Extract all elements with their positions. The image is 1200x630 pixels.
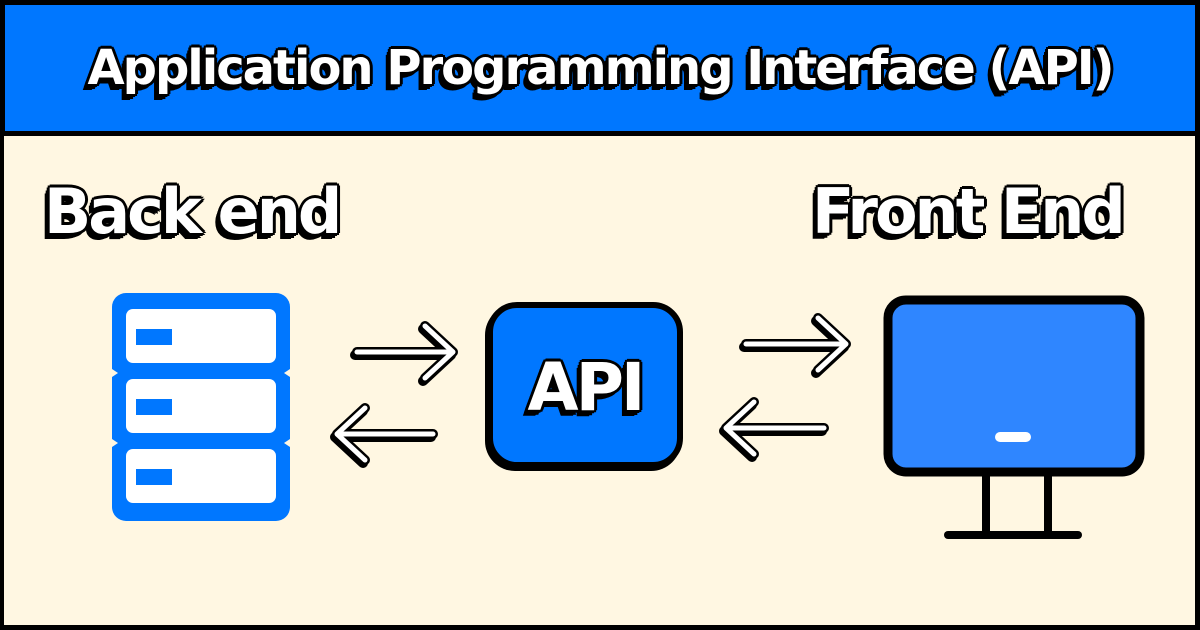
monitor-icon [880,295,1150,549]
title-banner: Application Programming Interface (API) [5,5,1195,131]
backend-api-arrows [325,312,465,476]
arrow-left-icon [330,403,438,468]
server-icon [112,293,290,525]
arrow-left-icon [719,397,829,462]
api-frontend-arrows [710,312,860,476]
backend-label: Back end [44,175,342,248]
arrow-right-icon [739,313,851,378]
api-node: API [487,302,683,468]
frontend-label: Front End [812,175,1126,248]
page-title: Application Programming Interface (API) [87,40,1114,96]
arrow-right-icon [350,321,458,386]
api-label: API [527,348,645,426]
